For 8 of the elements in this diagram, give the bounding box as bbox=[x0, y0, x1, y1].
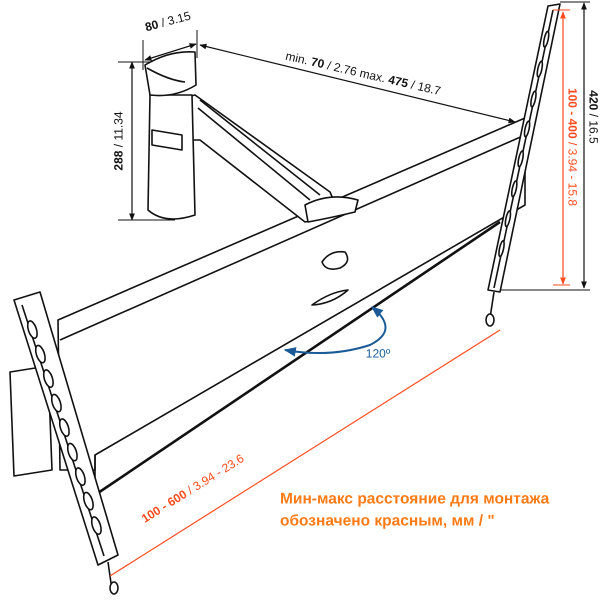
dimension-label: 80 / 3.15 bbox=[144, 10, 192, 34]
dimension-label: 100 - 600 / 3.94 - 23.6 bbox=[139, 452, 247, 526]
note-text: Мин-макс расстояние для монтажа обозначено красным, мм / " bbox=[280, 490, 550, 532]
angle-label: 120º bbox=[366, 347, 390, 361]
dimension-label: 420 / 16.5 bbox=[586, 90, 600, 144]
dimension-label: 100 - 400 / 3.94 - 15.8 bbox=[565, 88, 579, 206]
dimension-label: 288 / 11.34 bbox=[112, 111, 126, 171]
dimension-label: min. 70 / 2.76 max. 475 / 18.7 bbox=[284, 50, 442, 98]
